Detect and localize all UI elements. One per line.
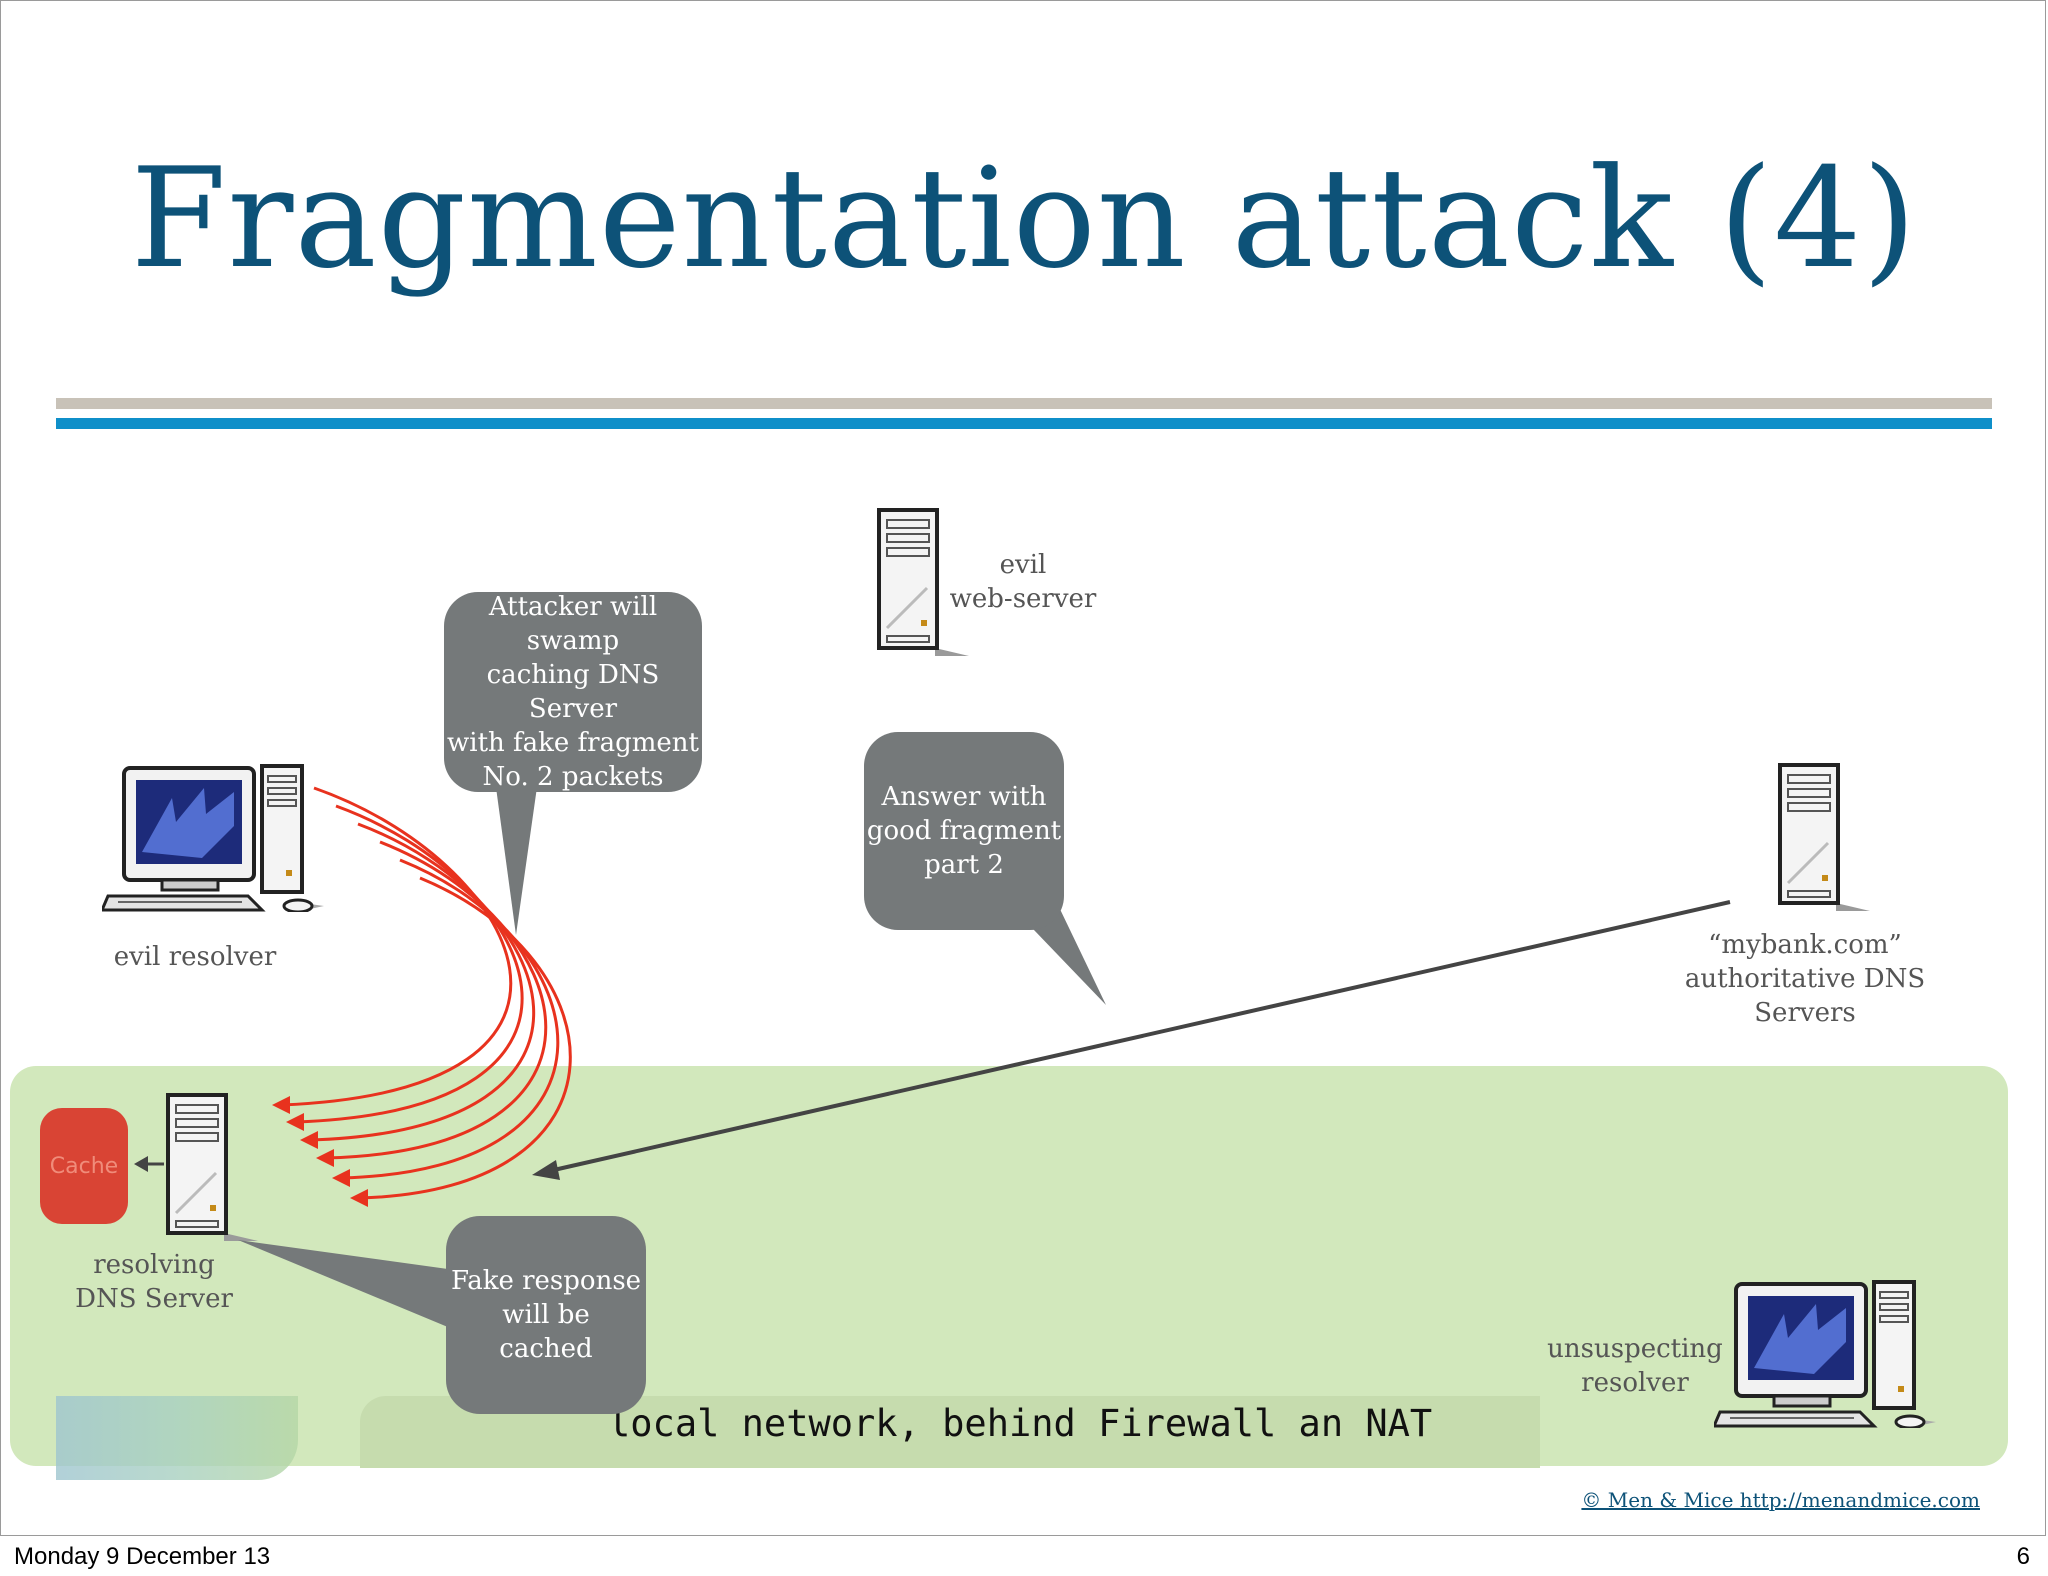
diagram-canvas xyxy=(102,508,1938,1428)
resolving-dns-server-icon xyxy=(166,1093,258,1241)
title-divider-grey xyxy=(56,398,1992,409)
fake-fragment-arrow-5 xyxy=(341,858,560,1180)
fake-fragment-arrows xyxy=(281,786,572,1200)
fake-fragment-arrow-6 xyxy=(359,876,572,1200)
fake-fragment-arrow-4 xyxy=(325,840,548,1160)
fake-fragment-arrow-1 xyxy=(281,786,513,1107)
resolving-dns-server-label: resolving DNS Server xyxy=(75,1250,233,1314)
page-number: 6 xyxy=(2016,1543,2030,1570)
unsuspecting-resolver-computer-icon xyxy=(1714,1280,1938,1428)
fake-response-bubble: Fake response will be cached xyxy=(446,1216,646,1414)
credit-link[interactable]: © Men & Mice http://menandmice.com xyxy=(1581,1488,1980,1512)
answer-bubble-text: Answer with good fragment part 2 xyxy=(866,782,1062,880)
answer-bubble-tail xyxy=(1010,905,1106,1005)
local-network-label: local network, behind Firewall an NAT xyxy=(608,1402,1433,1445)
fake-fragment-arrow-heads xyxy=(272,1096,368,1207)
status-bar: Monday 9 December 13 6 xyxy=(0,1536,2048,1576)
evil-resolver-computer-icon xyxy=(102,764,326,912)
answer-arrow-head xyxy=(532,1160,560,1180)
answer-arrow xyxy=(544,900,1731,1174)
evil-resolver-label: evil resolver xyxy=(113,942,277,972)
fake-fragment-arrow-3 xyxy=(309,822,536,1142)
fake-response-bubble-tail xyxy=(238,1240,455,1330)
cache-arrow-head xyxy=(134,1156,148,1172)
fake-fragment-arrow-2 xyxy=(295,804,524,1124)
attacker-bubble-tail xyxy=(495,780,538,935)
mybank-server-icon xyxy=(1778,763,1870,911)
answer-bubble: Answer with good fragment part 2 xyxy=(864,732,1064,930)
attacker-bubble-text: Attacker will swamp caching DNS Server w… xyxy=(447,592,699,792)
title-divider-blue xyxy=(56,418,1992,429)
cache-box: Cache xyxy=(40,1108,128,1224)
mybank-servers-label: “mybank.com” authoritative DNS Servers xyxy=(1684,930,1926,1028)
slide-date: Monday 9 December 13 xyxy=(14,1543,271,1570)
slide-title: Fragmentation attack (4) xyxy=(130,138,1918,299)
attacker-bubble: Attacker will swamp caching DNS Server w… xyxy=(444,592,702,792)
fake-response-bubble-text: Fake response will be cached xyxy=(450,1266,642,1364)
network-decoration xyxy=(56,1396,298,1480)
unsuspecting-resolver-label: unsuspecting resolver xyxy=(1547,1334,1723,1398)
evil-web-server-label: evil web-server xyxy=(949,550,1097,614)
